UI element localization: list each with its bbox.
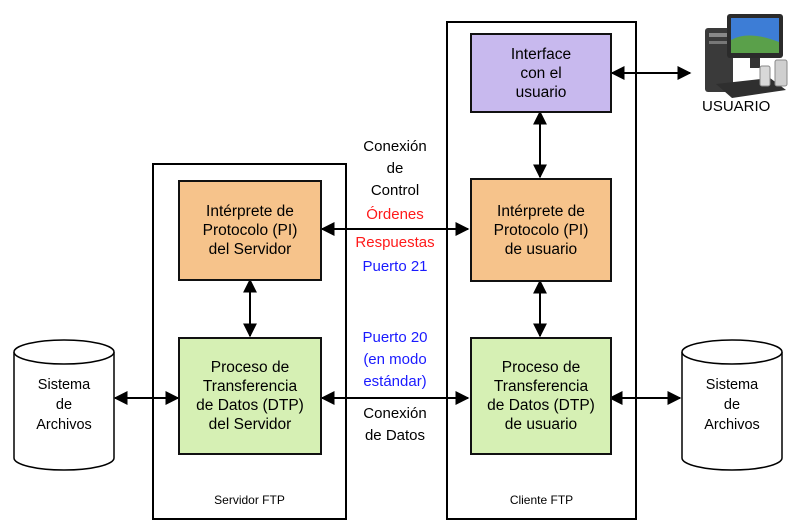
server-dtp-label: Proceso de Transferencia de Datos (DTP) … [196,359,304,433]
server-data-transfer-process: Proceso de Transferencia de Datos (DTP) … [178,337,322,455]
client-ui-label: Interface con el usuario [510,45,572,101]
right-file-system-cylinder [681,339,783,471]
port-21-label: Puerto 21 [362,258,428,275]
client-user-interface: Interface con el usuario [470,33,612,113]
data-connection-label: Conexión de Datos [363,405,427,444]
client-protocol-interpreter: Intérprete de Protocolo (PI) de usuario [470,178,612,282]
orders-label: Órdenes [366,206,424,223]
right-file-system-label: Sistema de Archivos [704,377,760,433]
server-frame: Servidor FTP [152,163,347,520]
client-data-transfer-process: Proceso de Transferencia de Datos (DTP) … [470,337,612,455]
responses-label: Respuestas [355,234,435,251]
left-file-system-label: Sistema de Archivos [36,377,92,433]
server-frame-label: Servidor FTP [214,493,285,507]
left-file-system-cylinder [13,339,115,471]
client-frame: Cliente FTP [446,21,637,520]
client-dtp-label: Proceso de Transferencia de Datos (DTP) … [487,359,595,433]
client-frame-label: Cliente FTP [509,493,574,507]
control-connection-label: Conexión de Control [363,138,427,199]
server-pi-label: Intérprete de Protocolo (PI) del Servido… [202,203,298,258]
client-pi-label: Intérprete de Protocolo (PI) de usuario [493,202,589,258]
computer-icon [705,14,788,98]
port-20-label: Puerto 20 (en modo estándar) [362,329,428,390]
user-label: USUARIO [702,98,771,115]
server-protocol-interpreter: Intérprete de Protocolo (PI) del Servido… [178,180,322,281]
